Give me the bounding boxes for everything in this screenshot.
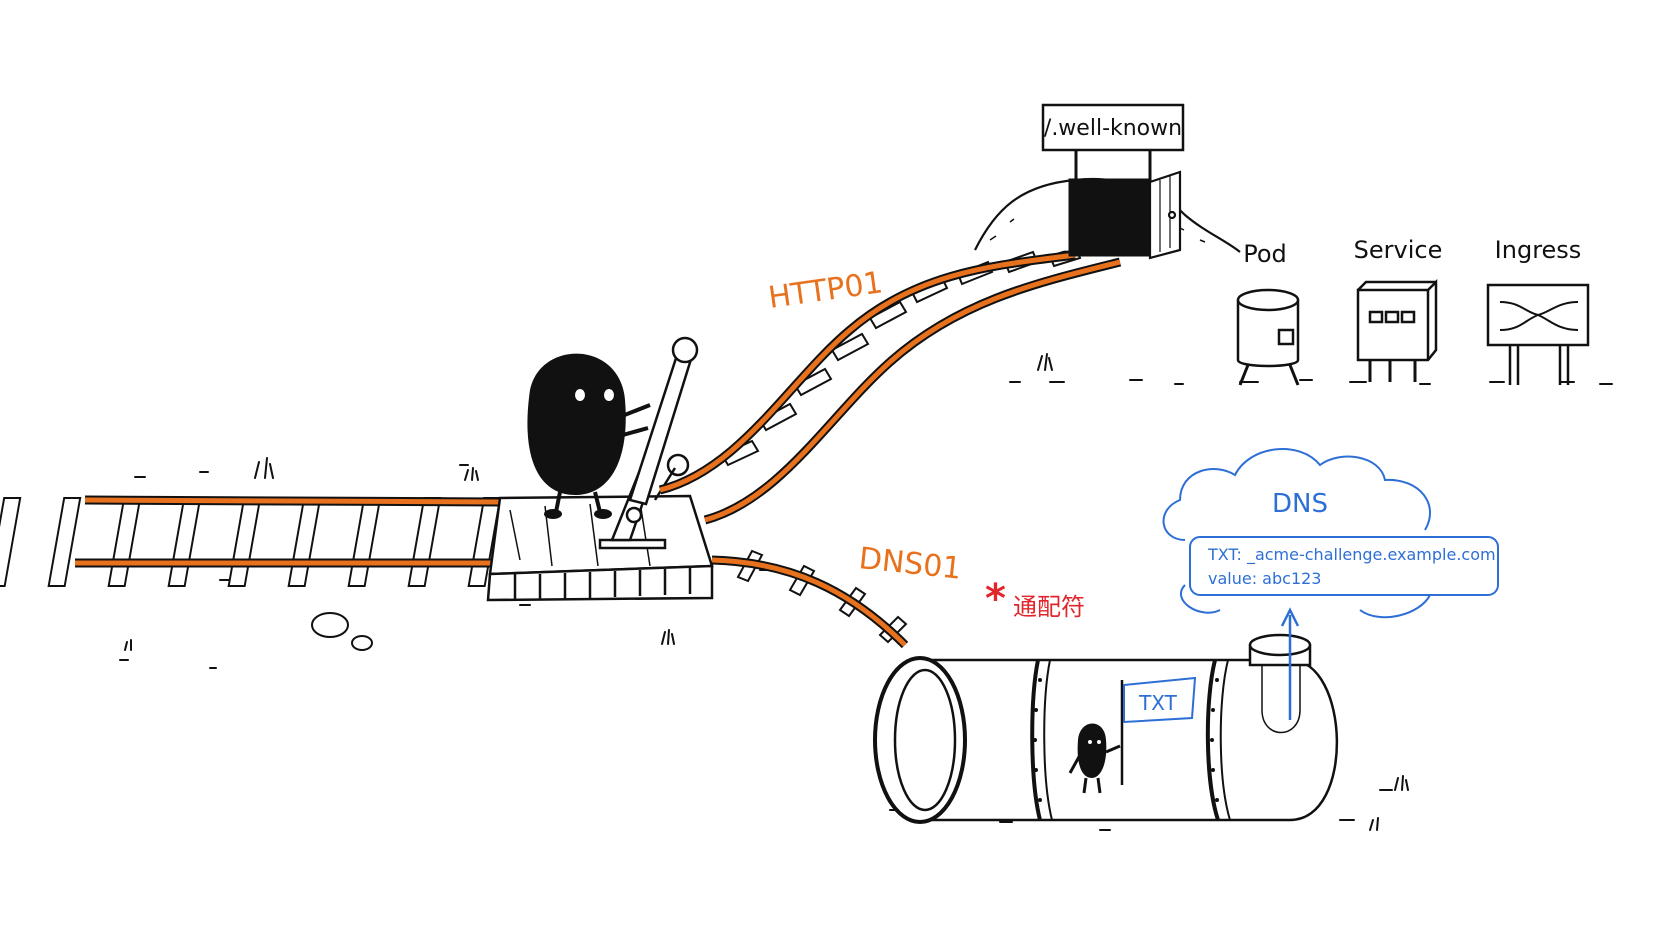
operator-character: [527, 353, 651, 519]
service-label: Service: [1354, 236, 1443, 264]
dns-title: DNS: [1272, 489, 1328, 519]
dns-pipe: [873, 633, 1339, 824]
dns-txt-value: value: abc123: [1208, 569, 1321, 588]
ingress-icon: [1486, 283, 1590, 385]
pod-icon: [1236, 288, 1300, 386]
service-icon: [1356, 278, 1438, 382]
well-known-sign: /.well-known: [1044, 116, 1182, 141]
http01-track: [658, 246, 1122, 525]
well-known-tunnel: /.well-known: [974, 103, 1241, 260]
http01-label: HTTP01: [766, 265, 885, 316]
ingress-label: Ingress: [1495, 236, 1582, 264]
txt-flag-label: TXT: [1138, 691, 1178, 715]
switch-lever: [598, 336, 699, 550]
k8s-resources: Pod Service Ingress: [1236, 236, 1590, 386]
txt-arrow: [1280, 607, 1300, 720]
wildcard-asterisk: *: [985, 576, 1006, 622]
dns01-label: DNS01: [857, 541, 963, 587]
dns-cloud: DNS TXT: _acme-challenge.example.com val…: [1162, 448, 1499, 619]
dns01-track: [711, 549, 909, 649]
dns-txt-record: TXT: _acme-challenge.example.com: [1207, 545, 1496, 565]
pod-label: Pod: [1243, 240, 1287, 268]
main-track: [0, 495, 502, 587]
txt-character: TXT: [1068, 676, 1197, 794]
wildcard-label: 通配符: [1013, 593, 1085, 621]
